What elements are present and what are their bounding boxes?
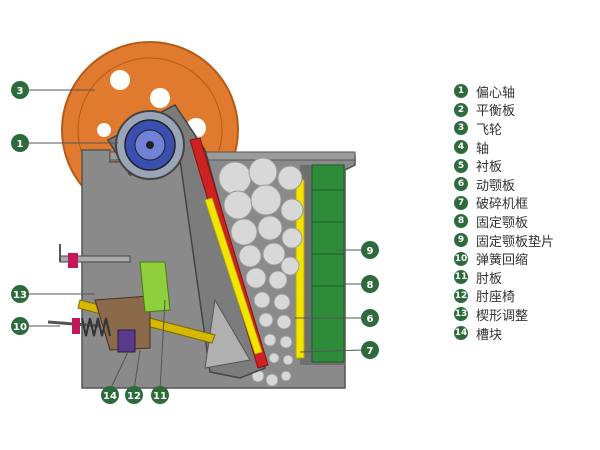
spring-bracket <box>72 318 80 334</box>
callout-badge-10: 10 <box>11 317 29 335</box>
leader-12 <box>133 349 141 391</box>
svg-text:12: 12 <box>127 391 141 402</box>
legend-label: 偏心轴 <box>476 85 516 101</box>
legend-item: 7 破碎机框 <box>454 194 594 213</box>
legend-label: 固定颚板 <box>476 215 529 231</box>
legend-number-badge: 4 <box>454 140 468 155</box>
legend-item: 5 衬板 <box>454 156 594 175</box>
leader-14 <box>109 351 129 391</box>
fixed-jaw-plate <box>311 164 345 363</box>
legend-label: 弹簧回缩 <box>476 253 529 269</box>
callout-badge-3: 3 <box>11 81 29 99</box>
legend-number-badge: 9 <box>454 233 468 248</box>
legend-number-badge: 7 <box>454 195 468 210</box>
legend-number-badge: 5 <box>454 158 468 173</box>
callout-badge-12: 12 <box>125 386 143 404</box>
legend-label: 飞轮 <box>476 122 503 138</box>
legend-label: 楔形调整 <box>476 308 529 324</box>
legend-number-badge: 3 <box>454 121 468 136</box>
legend-item: 8 固定颚板 <box>454 212 594 231</box>
legend-item: 10 弹簧回缩 <box>454 249 594 268</box>
callout-badge-1: 1 <box>11 134 29 152</box>
legend-number-badge: 6 <box>454 177 468 192</box>
legend-label: 破碎机框 <box>476 197 529 213</box>
svg-text:10: 10 <box>13 322 27 333</box>
eccentric-shaft <box>115 110 185 180</box>
legend-item: 1 偏心轴 <box>454 82 594 101</box>
legend-item: 12 肘座椅 <box>454 287 594 306</box>
svg-text:3: 3 <box>17 86 24 97</box>
legend-label: 肘板 <box>476 271 503 287</box>
legend-number-badge: 14 <box>454 326 468 341</box>
legend-item: 9 固定颚板垫片 <box>454 231 594 250</box>
frame-top-bar <box>109 151 356 161</box>
legend-item: 13 楔形调整 <box>454 305 594 324</box>
legend-number-badge: 12 <box>454 288 468 303</box>
flywheel-hole <box>110 70 130 90</box>
svg-text:7: 7 <box>367 346 374 357</box>
movable-jaw-liner <box>204 197 263 355</box>
legend-label: 槽块 <box>476 327 503 343</box>
legend-item: 11 肘板 <box>454 268 594 287</box>
legend-item: 14 槽块 <box>454 324 594 343</box>
slot-block <box>117 329 136 353</box>
callout-badge-13: 13 <box>11 285 29 303</box>
movable-jaw <box>106 104 269 379</box>
svg-text:1: 1 <box>17 139 24 150</box>
legend-number-badge: 10 <box>454 251 468 266</box>
legend-label: 平衡板 <box>476 104 516 120</box>
wedge-adjuster <box>139 261 171 313</box>
leader-11 <box>159 299 166 391</box>
stones <box>218 157 304 387</box>
svg-text:9: 9 <box>367 246 374 257</box>
legend-number-badge: 1 <box>454 84 468 99</box>
svg-text:11: 11 <box>153 391 167 402</box>
toggle-seat <box>94 295 151 351</box>
callout-badge-11: 11 <box>151 386 169 404</box>
callout-badge-9: 9 <box>361 241 379 259</box>
tension-bracket <box>68 253 78 268</box>
legend-label: 轴 <box>476 141 490 157</box>
svg-text:8: 8 <box>367 280 374 291</box>
retract-spring <box>81 317 111 337</box>
flywheel-hole <box>150 88 170 108</box>
legend-item: 6 动颚板 <box>454 175 594 194</box>
legend-number-badge: 11 <box>454 270 468 285</box>
legend-item: 4 轴 <box>454 138 594 157</box>
fixed-jaw-assembly <box>295 164 345 365</box>
callout-badge-14: 14 <box>101 386 119 404</box>
legend-item: 2 平衡板 <box>454 101 594 120</box>
legend-number-badge: 2 <box>454 102 468 117</box>
toggle-mechanism <box>47 244 216 353</box>
callout-badge-7: 7 <box>361 341 379 359</box>
svg-text:6: 6 <box>367 314 374 325</box>
legend-label: 动颚板 <box>476 178 516 194</box>
legend: 1 偏心轴 2 平衡板 3 飞轮 4 轴 5 衬板 6 动颚板 7 破碎机框 8… <box>454 82 594 343</box>
legend-number-badge: 8 <box>454 214 468 229</box>
svg-text:13: 13 <box>13 290 27 301</box>
legend-label: 衬板 <box>476 160 503 176</box>
leader-7 <box>299 349 363 353</box>
legend-label: 肘座椅 <box>476 290 516 306</box>
legend-item: 3 飞轮 <box>454 119 594 138</box>
svg-text:14: 14 <box>103 391 117 402</box>
legend-label: 固定颚板垫片 <box>476 234 555 250</box>
callout-badge-8: 8 <box>361 275 379 293</box>
callout-badge-6: 6 <box>361 309 379 327</box>
flywheel-hole <box>97 123 111 137</box>
legend-number-badge: 13 <box>454 307 468 322</box>
